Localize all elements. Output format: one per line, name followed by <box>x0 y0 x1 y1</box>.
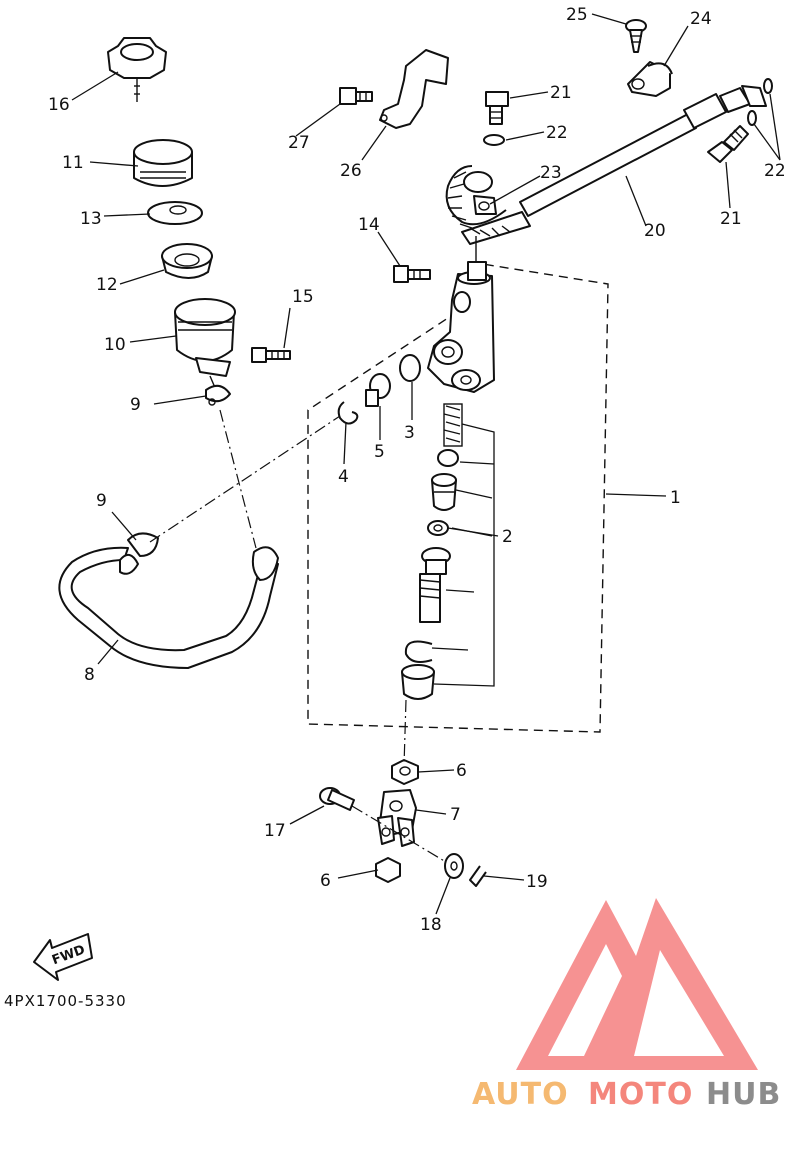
watermark-text-hub: HUB <box>706 1077 781 1112</box>
clevis <box>377 789 417 847</box>
bracket-bolt <box>339 87 373 105</box>
spring <box>443 403 463 447</box>
label-12: 12 <box>96 275 118 295</box>
label-9-upper: 9 <box>130 395 141 415</box>
washers-lower <box>747 78 773 126</box>
circlip-small <box>337 401 359 425</box>
label-17: 17 <box>264 821 286 841</box>
union-bolt-lower <box>707 125 749 163</box>
watermark-logo-icon <box>516 898 758 1070</box>
fwd-arrow: FWD <box>33 933 93 981</box>
hose-clip-upper <box>205 384 231 406</box>
secondary-cup <box>427 520 449 536</box>
label-25: 25 <box>566 5 588 25</box>
reservoir-bolt <box>251 347 291 363</box>
dust-boot <box>401 664 435 700</box>
union-bolt-upper <box>485 91 509 125</box>
leader-lines <box>71 13 781 915</box>
label-18: 18 <box>420 915 442 935</box>
centerline-hose <box>149 415 341 543</box>
label-19: 19 <box>526 872 548 892</box>
reservoir-cap <box>133 139 193 187</box>
body-bolt <box>393 265 431 283</box>
nut-upper <box>391 759 419 785</box>
label-22-upper: 22 <box>546 123 568 143</box>
screw <box>625 19 647 53</box>
circlip-large <box>404 640 433 663</box>
label-1: 1 <box>670 488 681 508</box>
centerline-pin <box>351 805 447 863</box>
part-labels: 1 2 3 4 5 6 6 7 8 9 9 10 11 12 13 14 15 … <box>48 5 786 935</box>
label-6-upper: 6 <box>456 761 467 781</box>
cap-diaphragm-plate <box>147 201 203 225</box>
label-7: 7 <box>450 805 461 825</box>
label-20: 20 <box>644 221 666 241</box>
label-6-lower: 6 <box>320 871 331 891</box>
union-fitting <box>365 373 391 407</box>
label-26: 26 <box>340 161 362 181</box>
assembly-boundary <box>307 261 609 733</box>
label-15: 15 <box>292 287 314 307</box>
label-21-lower: 21 <box>720 209 742 229</box>
reservoir-cap-clip <box>107 37 167 102</box>
label-27: 27 <box>288 133 310 153</box>
label-8: 8 <box>84 665 95 685</box>
label-2: 2 <box>502 527 513 547</box>
label-11: 11 <box>62 153 84 173</box>
bracket <box>379 49 449 129</box>
centerline-cylinder <box>403 699 407 767</box>
label-9-lower: 9 <box>96 491 107 511</box>
label-10: 10 <box>104 335 126 355</box>
label-16: 16 <box>48 95 70 115</box>
hose-joint <box>473 195 497 215</box>
label-21-upper: 21 <box>550 83 572 103</box>
label-13: 13 <box>80 209 102 229</box>
nut-lower <box>375 857 401 883</box>
brake-hose <box>445 85 767 281</box>
washer-upper <box>483 134 505 146</box>
label-22-lower: 22 <box>764 161 786 181</box>
washer <box>444 853 464 879</box>
clevis-pin <box>319 787 355 811</box>
watermark-text-moto: MOTO <box>588 1077 693 1112</box>
master-cylinder-body <box>427 271 495 393</box>
label-14: 14 <box>358 215 380 235</box>
primary-cup <box>437 449 459 467</box>
push-rod <box>419 547 451 623</box>
centerline-clip <box>219 409 257 549</box>
reservoir-hose <box>58 546 279 669</box>
reservoir-tank <box>174 298 236 391</box>
reservoir-diaphragm <box>161 243 213 279</box>
cotter-pin <box>469 865 487 887</box>
watermark-text-auto: AUTO <box>472 1077 569 1112</box>
label-23: 23 <box>540 163 562 183</box>
label-3: 3 <box>404 423 415 443</box>
label-4: 4 <box>338 467 349 487</box>
piston <box>431 473 457 511</box>
hose-guide <box>627 61 673 97</box>
label-24: 24 <box>690 9 712 29</box>
o-ring <box>399 354 421 382</box>
part-code: 4PX1700-5330 <box>4 992 127 1010</box>
label-5: 5 <box>374 442 385 462</box>
